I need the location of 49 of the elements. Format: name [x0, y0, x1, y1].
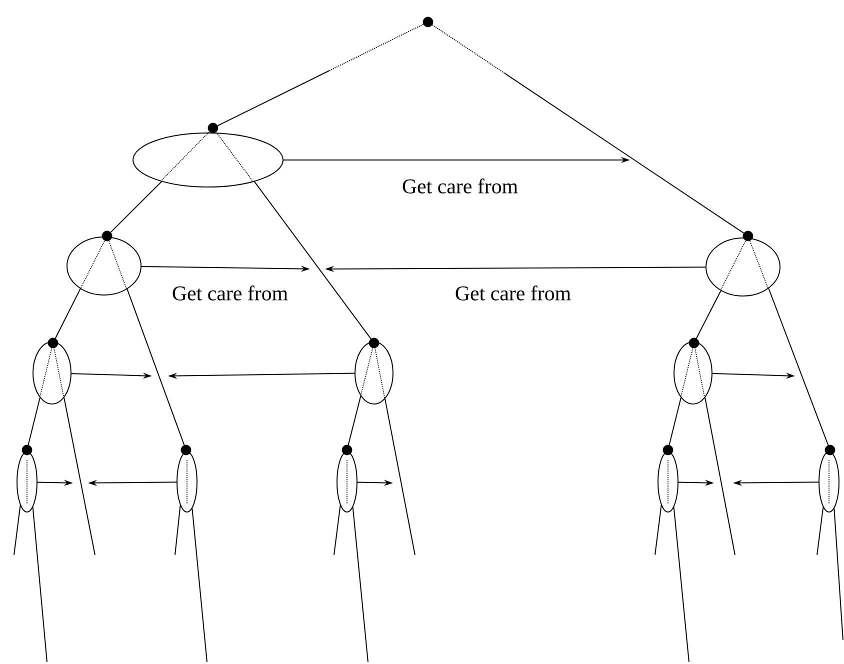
- dot: [368, 338, 380, 348]
- branch-line: [704, 397, 736, 556]
- branch-line: [54, 288, 81, 339]
- edge-label: Get care from: [454, 285, 572, 301]
- branch-line: [352, 506, 368, 662]
- branch-line: [654, 504, 662, 556]
- ellipse: [32, 341, 72, 404]
- dot: [742, 230, 754, 242]
- dot: [662, 444, 674, 456]
- ellipse: [354, 341, 394, 404]
- branch-line: [217, 24, 424, 126]
- dot: [422, 16, 434, 28]
- dot: [824, 444, 836, 456]
- edge-label: Get care from: [401, 178, 519, 194]
- dot: [102, 230, 112, 242]
- ellipse: [658, 451, 678, 512]
- branch-line: [174, 504, 181, 556]
- branch-line: [14, 504, 21, 556]
- branch-line: [834, 508, 844, 640]
- branch-line: [696, 290, 722, 339]
- ellipse: [66, 236, 142, 296]
- dot: [208, 122, 218, 134]
- branch-line: [254, 181, 372, 340]
- ellipse: [706, 236, 780, 296]
- ellipse: [818, 451, 840, 512]
- branch-line: [348, 396, 362, 446]
- branch-line: [334, 504, 341, 556]
- ellipse: [336, 451, 358, 512]
- dot: [688, 338, 700, 348]
- branch-line: [28, 397, 40, 446]
- branch-line: [126, 288, 185, 446]
- dot: [180, 444, 192, 456]
- branch-line: [192, 508, 208, 662]
- ellipse: [16, 451, 38, 512]
- branch-line: [64, 397, 96, 556]
- branch-line: [110, 181, 162, 233]
- edge-label: Get care from: [171, 285, 289, 301]
- branch-line: [816, 506, 824, 556]
- branch-line: [432, 24, 744, 234]
- branch-line: [384, 398, 416, 556]
- branch-line: [668, 397, 682, 446]
- ellipse: [176, 451, 198, 512]
- branch-line: [673, 506, 690, 662]
- dot: [22, 444, 32, 456]
- branch-line: [32, 506, 48, 662]
- ellipse: [674, 341, 712, 404]
- branch-line: [768, 288, 829, 446]
- dot: [48, 338, 58, 348]
- dot: [342, 444, 352, 456]
